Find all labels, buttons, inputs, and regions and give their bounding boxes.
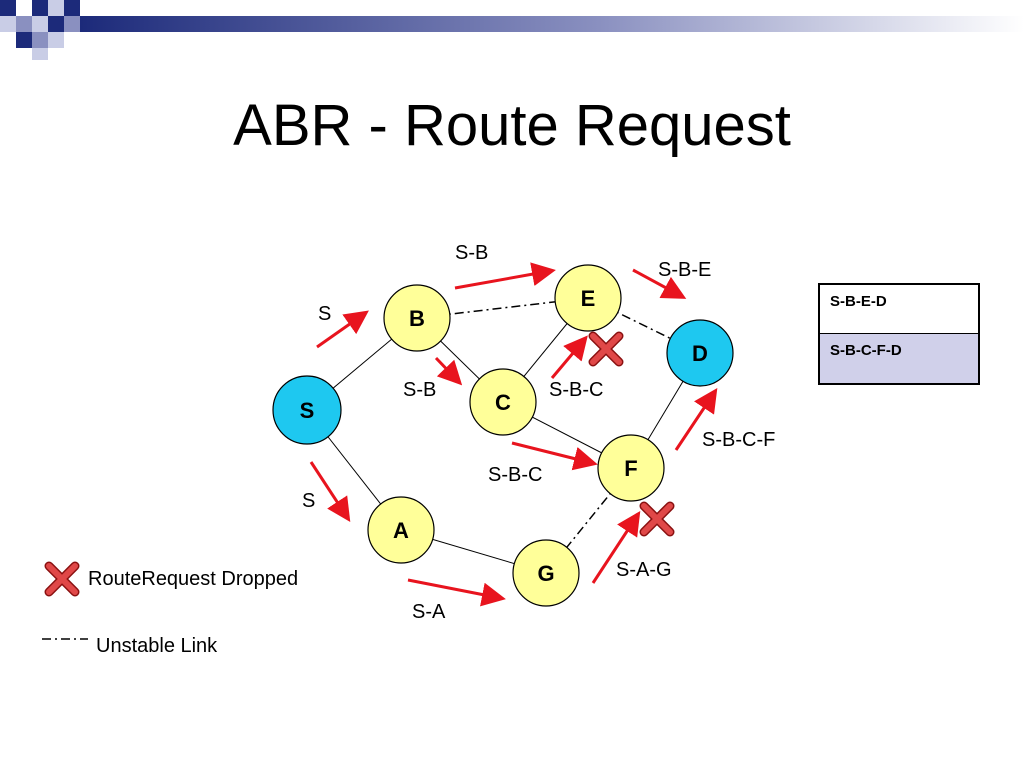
request-arrows (309, 262, 718, 607)
node-f-label: F (624, 456, 637, 481)
label-c-to-f: S-B-C (488, 464, 542, 486)
label-c-to-e: S-B-C (549, 379, 603, 401)
node-b-circle (383, 284, 451, 352)
node-s-label: S (300, 398, 315, 423)
legend-drop-x-icon (44, 561, 80, 597)
route-table-row: S-B-E-D (820, 285, 978, 334)
arrow-g-to-f (591, 510, 641, 584)
node-g-circle (512, 539, 580, 607)
label-b-to-e: S-B (455, 242, 488, 264)
label-s-to-b: S (318, 303, 331, 325)
label-b-to-c: S-B (403, 379, 436, 401)
node-e-label: E (581, 286, 596, 311)
legend: RouteRequest Dropped Unstable Link (42, 561, 298, 657)
arrow-a-to-g (407, 578, 506, 607)
route-table: S-B-E-D S-B-C-F-D (818, 283, 980, 385)
drop-x-icon (639, 501, 675, 537)
dropped-marker-f (639, 501, 675, 537)
unstable-links (416, 297, 701, 574)
node-c-label: C (495, 390, 511, 415)
dropped-marker-e (588, 331, 624, 367)
arrow-b-to-c (434, 356, 463, 386)
legend-unstable-label: Unstable Link (96, 635, 218, 657)
slide-title: ABR - Route Request (233, 93, 791, 158)
node-labels: S B C E D F A G (300, 286, 708, 586)
arrow-c-to-f (511, 441, 598, 471)
arrow-f-to-d (674, 388, 718, 451)
arrow-c-to-e (550, 335, 588, 379)
label-s-to-a: S (302, 490, 315, 512)
node-e-circle (554, 264, 622, 332)
node-s-circle (272, 375, 342, 445)
node-d-label: D (692, 341, 708, 366)
node-b-label: B (409, 306, 425, 331)
label-g-to-f: S-A-G (616, 559, 672, 581)
legend-dropped-label: RouteRequest Dropped (88, 568, 298, 590)
route-table-row: S-B-C-F-D (820, 334, 978, 383)
node-g-label: G (537, 561, 554, 586)
header-decoration (0, 0, 1024, 60)
node-d-circle (666, 319, 734, 387)
node-a-label: A (393, 518, 409, 543)
arrow-b-to-e (454, 262, 556, 290)
label-e-to-d: S-B-E (658, 259, 711, 281)
node-f-circle (597, 434, 665, 502)
arrow-labels: S S S-B S-B S-B-E S-B-C S-B-C S-B-C-F S-… (302, 242, 775, 623)
node-a-circle (367, 496, 435, 564)
arrow-s-to-b (316, 310, 369, 349)
nodes (272, 264, 734, 607)
arrow-s-to-a (309, 461, 351, 523)
arrow-e-to-d (632, 268, 687, 299)
label-a-to-g: S-A (412, 601, 446, 623)
node-c-circle (469, 368, 537, 436)
label-f-to-d: S-B-C-F (702, 429, 775, 451)
drop-x-icon (588, 331, 624, 367)
